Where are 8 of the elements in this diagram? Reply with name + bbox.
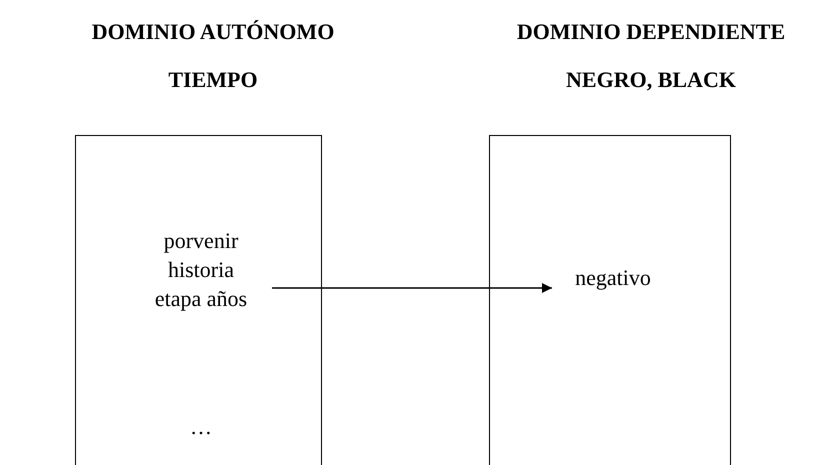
heading: DOMINIO AUTÓNOMO [92, 18, 334, 46]
heading: NEGRO, BLACK [566, 66, 736, 94]
ellipsis-text: … [190, 413, 212, 441]
term-list: negativo [553, 263, 673, 293]
term-list: porvenir historia etapa años [153, 226, 249, 342]
heading: DOMINIO DEPENDIENTE [516, 18, 786, 46]
heading: TIEMPO [168, 66, 258, 94]
arrow [272, 283, 552, 293]
